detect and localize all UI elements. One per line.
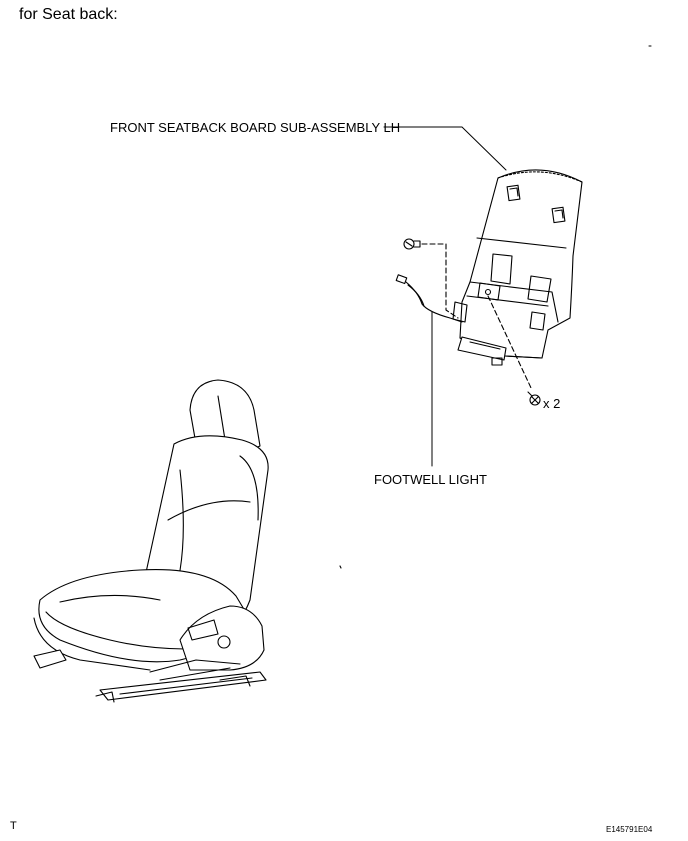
stray-mark xyxy=(339,565,342,569)
seatback-board-part xyxy=(452,169,583,366)
screw-quantity-label: x 2 xyxy=(543,396,561,411)
clip-part xyxy=(403,238,421,250)
screw-dashed-line xyxy=(487,295,533,391)
page-letter: T xyxy=(10,820,17,832)
section-heading: for Seat back: xyxy=(19,6,118,23)
clip-dashed-line xyxy=(421,243,459,319)
screw-part xyxy=(527,391,541,406)
seatback-board-label: FRONT SEATBACK BOARD SUB-ASSEMBLY LH xyxy=(110,120,401,135)
figure-code: E145791E04 xyxy=(606,825,653,834)
front-seat-illustration xyxy=(33,379,269,703)
board-leader-line xyxy=(383,126,507,171)
footwell-light-label: FOOTWELL LIGHT xyxy=(374,472,487,487)
footwell-light-part xyxy=(395,274,463,323)
